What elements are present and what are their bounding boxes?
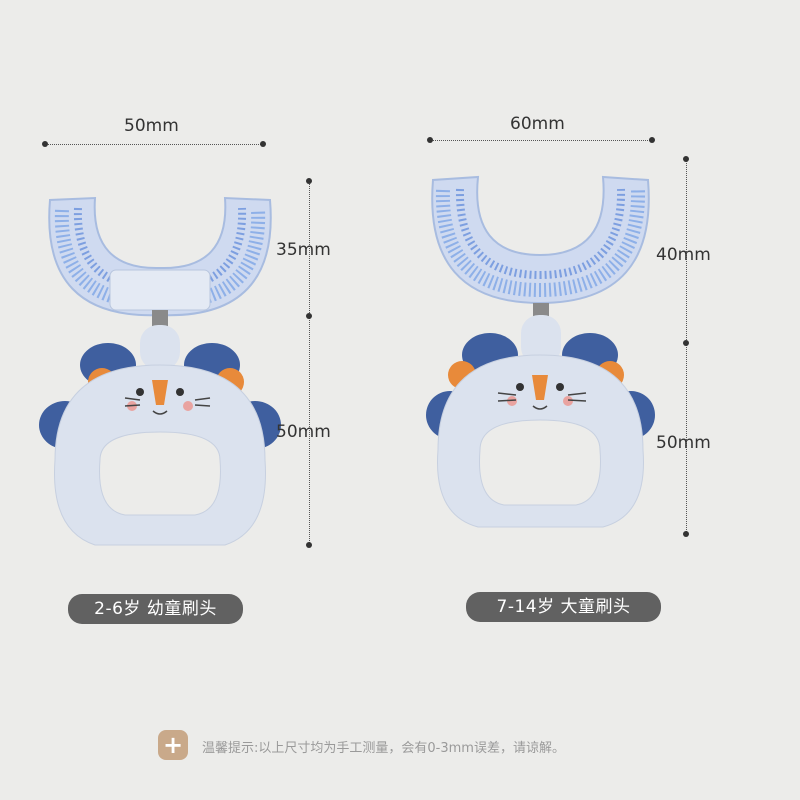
left-width-dot-start <box>42 141 48 147</box>
left-height-dot-mid <box>306 313 312 319</box>
left-head-height-label: 35mm <box>276 240 331 260</box>
right-height-dot-top <box>683 156 689 162</box>
left-width-label: 50mm <box>124 116 179 136</box>
left-width-dot-end <box>260 141 266 147</box>
right-caption-badge: 7-14岁 大童刷头 <box>466 592 661 622</box>
toothbrush-large <box>418 155 663 555</box>
right-width-label: 60mm <box>510 114 565 134</box>
toothbrush-small-illustration <box>39 196 281 546</box>
right-handle-height-label: 50mm <box>656 433 711 453</box>
left-width-line <box>42 141 266 147</box>
measurement-note: 温馨提示:以上尺寸均为手工测量，会有0-3mm误差，请谅解。 <box>202 741 565 756</box>
right-width-dot-end <box>649 137 655 143</box>
left-height-dot-bottom <box>306 542 312 548</box>
right-width-dot-start <box>427 137 433 143</box>
right-height-line <box>683 156 689 537</box>
toothbrush-small <box>30 170 290 570</box>
left-caption-badge: 2-6岁 幼童刷头 <box>68 594 243 624</box>
left-height-line <box>306 178 312 548</box>
left-height-dot-top <box>306 178 312 184</box>
right-height-dot-mid <box>683 340 689 346</box>
toothbrush-large-illustration <box>426 175 655 528</box>
right-width-line <box>427 137 655 143</box>
right-height-dot-bottom <box>683 531 689 537</box>
left-handle-height-label: 50mm <box>276 422 331 442</box>
plus-icon: + <box>158 730 188 760</box>
right-head-height-label: 40mm <box>656 245 711 265</box>
